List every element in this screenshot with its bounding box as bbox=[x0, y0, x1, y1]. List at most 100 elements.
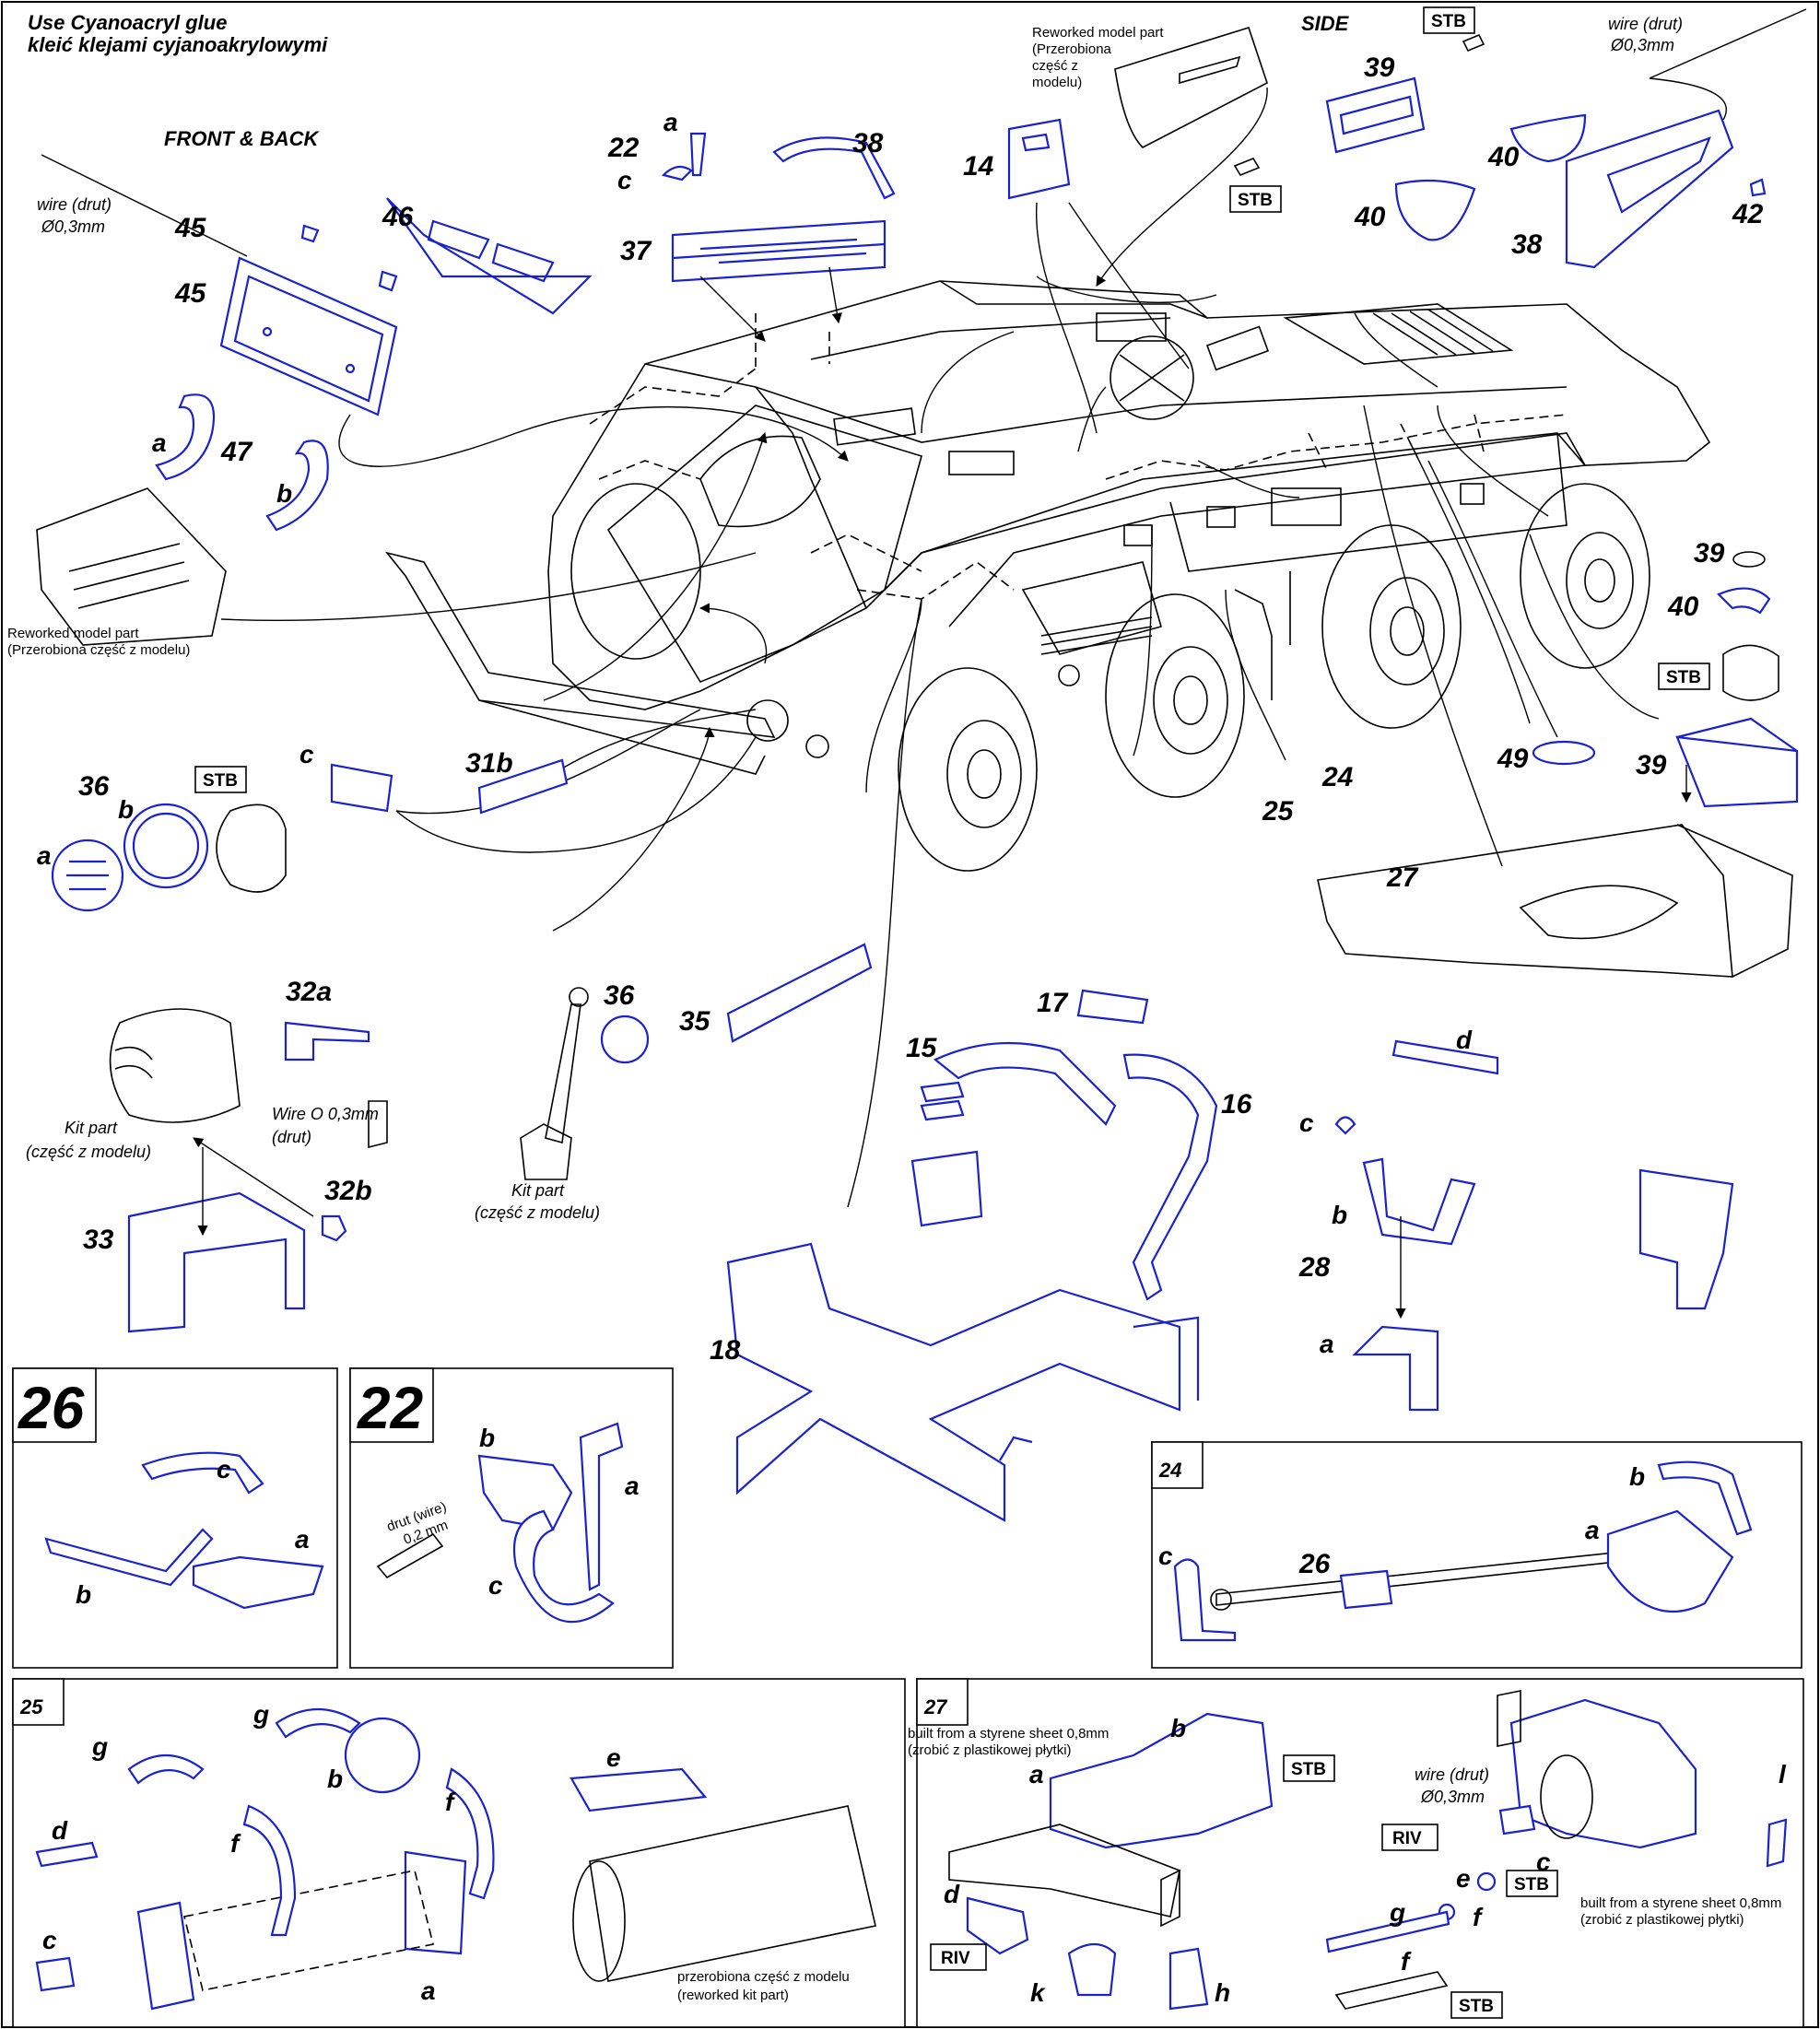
label-22: 22 bbox=[607, 133, 640, 163]
part-25d bbox=[35, 1841, 99, 1868]
label-27c: c bbox=[1536, 1847, 1551, 1876]
label-25g-right: g bbox=[252, 1700, 269, 1729]
part-47b bbox=[265, 440, 329, 532]
label-24a: a bbox=[1585, 1516, 1600, 1544]
part-25b bbox=[344, 1717, 421, 1794]
label-27: 27 bbox=[1386, 862, 1419, 893]
label-25g-left: g bbox=[91, 1732, 108, 1761]
part-35-lamp-body bbox=[216, 803, 287, 893]
label-28b: b bbox=[1332, 1201, 1347, 1229]
inset-25-number: 25 bbox=[19, 1695, 43, 1718]
part-22a-inset bbox=[579, 1422, 624, 1591]
riv-tag-27-left: RIV bbox=[930, 1943, 987, 1971]
part-27c bbox=[1498, 1804, 1536, 1835]
label-25b: b bbox=[327, 1765, 343, 1793]
label-24: 24 bbox=[1321, 762, 1354, 792]
inset-22-number: 22 bbox=[357, 1375, 423, 1441]
part-35b bbox=[123, 803, 209, 889]
wire-45 bbox=[41, 154, 248, 257]
stb-tag-27-left: STB bbox=[1283, 1754, 1335, 1782]
label-27f-bottom: f bbox=[1401, 1947, 1412, 1976]
part-37-frame bbox=[671, 219, 887, 283]
part-40-washer bbox=[1732, 551, 1766, 568]
part-26a bbox=[192, 1555, 324, 1610]
label-28d: d bbox=[1456, 1026, 1473, 1054]
label-48-side: 42 bbox=[1732, 199, 1764, 229]
part-39 bbox=[1675, 735, 1799, 808]
label-26a: a bbox=[295, 1525, 310, 1554]
kit-lamp-32 bbox=[109, 1008, 241, 1123]
reworked-muffler bbox=[589, 1805, 876, 1982]
part-18 bbox=[726, 1242, 1181, 1522]
styrene-note-right-l1: built from a styrene sheet 0,8mm bbox=[1580, 1895, 1781, 1911]
stb-tag-39: STB bbox=[1658, 663, 1710, 690]
stb-tag-27-bottom: STB bbox=[1450, 1991, 1503, 2019]
label-27e: e bbox=[1456, 1864, 1471, 1893]
inset-24-number: 24 bbox=[1158, 1459, 1181, 1482]
part-36 bbox=[600, 1014, 650, 1064]
vehicle-hull-illustration bbox=[384, 280, 1711, 872]
glue-note-pl: kleić klejami cyjanoakrylowymi bbox=[28, 33, 328, 56]
inset-27-number: 27 bbox=[923, 1695, 948, 1718]
side-heading: SIDE bbox=[1301, 12, 1350, 35]
part-27e bbox=[1476, 1871, 1497, 1892]
label-24c: c bbox=[1158, 1542, 1173, 1570]
part-25e bbox=[569, 1767, 708, 1812]
kit-part-pl-lamp: (część z modelu) bbox=[26, 1143, 151, 1161]
part-27g bbox=[1325, 1910, 1450, 1953]
part-27-chassis-drawing bbox=[1317, 824, 1733, 978]
label-25f-left: f bbox=[230, 1829, 241, 1858]
label-25f-right: f bbox=[445, 1788, 456, 1816]
stb-label-side-left: STB bbox=[1238, 191, 1273, 210]
part-49 bbox=[1532, 740, 1596, 766]
label-27k: k bbox=[1030, 1978, 1046, 2007]
kit-part-pl-gear: (część z modelu) bbox=[475, 1203, 600, 1222]
inset-26: 26 c b a bbox=[12, 1367, 338, 1669]
kit-part-note-gear: Kit part bbox=[511, 1181, 565, 1200]
part-42 bbox=[1565, 109, 1734, 269]
part-28c bbox=[1334, 1116, 1356, 1135]
part-41 bbox=[1717, 587, 1771, 615]
riv-tag-27-right: RIV bbox=[1381, 1824, 1438, 1851]
label-48-front: 45 bbox=[174, 213, 207, 243]
leader-lines bbox=[220, 87, 1692, 1208]
label-22a-inset: a bbox=[625, 1472, 640, 1500]
label-46: 46 bbox=[382, 202, 414, 232]
label-44-bottom: 40 bbox=[1354, 202, 1386, 232]
label-28c: c bbox=[1299, 1108, 1314, 1137]
label-35b: b bbox=[118, 795, 134, 824]
label-37: 37 bbox=[620, 236, 652, 266]
label-25: 25 bbox=[1262, 796, 1295, 827]
part-28a bbox=[1352, 1325, 1439, 1412]
part-22c-inset bbox=[512, 1509, 615, 1624]
part-38 bbox=[772, 136, 896, 200]
wire-note-side: wire (drut) bbox=[1608, 15, 1683, 33]
label-34: 35 bbox=[679, 1006, 711, 1037]
glue-note-en: Use Cyanoacryl glue bbox=[28, 11, 227, 34]
stb-label-27-mid: STB bbox=[1514, 1875, 1549, 1894]
stb-label-27-bottom: STB bbox=[1459, 1997, 1494, 2016]
label-32b: 32b bbox=[324, 1176, 372, 1206]
wire-note-front: wire (drut) bbox=[37, 195, 112, 214]
part-48-side bbox=[1749, 178, 1767, 197]
part-32a bbox=[284, 1021, 370, 1061]
label-15: 15 bbox=[906, 1033, 938, 1063]
label-38: 38 bbox=[852, 128, 884, 158]
reworked-front-light-housing bbox=[36, 487, 227, 646]
label-27a: a bbox=[1029, 1760, 1044, 1789]
part-35c bbox=[330, 763, 393, 813]
stb-label-39: STB bbox=[1666, 668, 1701, 687]
label-41: 40 bbox=[1667, 592, 1699, 622]
wire-note-27: wire (drut) bbox=[1415, 1765, 1489, 1784]
part-22c bbox=[661, 165, 693, 182]
part-27k bbox=[1067, 1942, 1117, 1997]
label-31b: 31b bbox=[465, 748, 513, 779]
part-24b bbox=[1657, 1460, 1753, 1536]
label-27g: g bbox=[1389, 1898, 1405, 1927]
label-24-26: 26 bbox=[1298, 1549, 1331, 1579]
part-24c bbox=[1173, 1558, 1237, 1642]
label-22b: b bbox=[479, 1424, 495, 1452]
part-15 bbox=[933, 1041, 1117, 1126]
part-43 bbox=[1325, 76, 1426, 154]
